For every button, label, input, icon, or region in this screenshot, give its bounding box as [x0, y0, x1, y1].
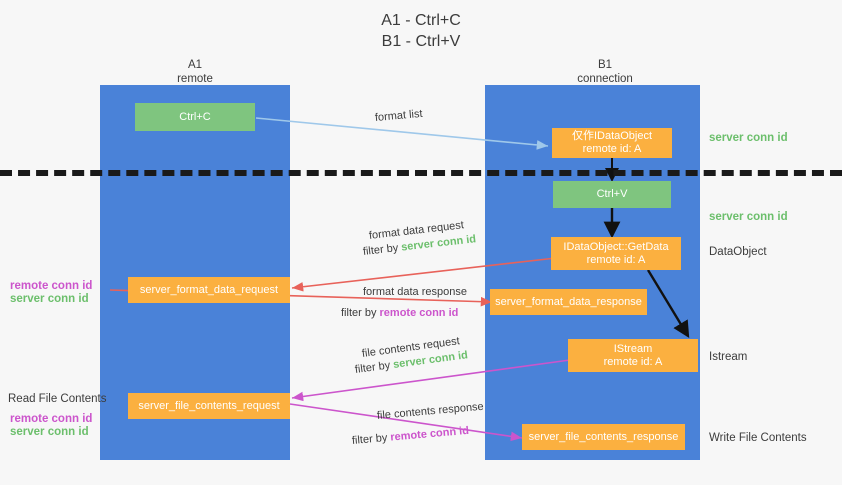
box-server-file-contents-request[interactable]: server_file_contents_request — [128, 393, 290, 419]
column-b1-name: B1 — [597, 59, 613, 71]
box-ctrl-c[interactable]: Ctrl+C — [135, 103, 255, 131]
column-a1-sub: remote — [177, 73, 213, 85]
arrow-format-list — [255, 117, 549, 150]
box-server-file-contents-request-label: server_file_contents_request — [138, 399, 280, 412]
label-server-conn-id-top: server conn id — [709, 132, 788, 144]
arrow-file-contents-response — [289, 403, 523, 442]
box-server-file-contents-response-label: server_file_contents_response — [528, 430, 679, 443]
box-server-format-data-response-label: server_format_data_response — [495, 295, 642, 308]
title-line-2: B1 - Ctrl+V — [381, 33, 461, 50]
box-create-dataobject-line1: 仅作IDataObject — [571, 130, 653, 142]
title-line-1: A1 - Ctrl+C — [381, 12, 461, 29]
box-server-file-contents-response[interactable]: server_file_contents_response — [522, 424, 685, 450]
phase-divider — [0, 170, 842, 176]
label-istream: Istream — [709, 351, 748, 363]
column-header-a1: A1 remote — [135, 58, 255, 86]
filter-prefix: filter by — [341, 307, 380, 319]
box-ctrl-c-label: Ctrl+C — [179, 110, 211, 123]
label-read-file-contents: Read File Contents — [8, 393, 107, 405]
label-remote-conn-id-1: remote conn id — [10, 280, 93, 292]
filter-value: remote conn id — [379, 307, 459, 319]
arrow-file-contents-request — [291, 359, 571, 402]
label-write-file-contents: Write File Contents — [709, 432, 807, 444]
box-idataobject-getdata[interactable]: IDataObject::GetData remote id: A — [551, 237, 681, 270]
box-getdata-line1: IDataObject::GetData — [563, 240, 669, 253]
box-istream-line2: remote id: A — [603, 355, 663, 368]
column-a1-name: A1 — [187, 59, 203, 71]
box-server-format-data-response[interactable]: server_format_data_response — [490, 289, 647, 315]
diagram-title: A1 - Ctrl+C B1 - Ctrl+V — [0, 10, 842, 52]
box-ctrl-v-label: Ctrl+V — [596, 188, 628, 200]
label-server-conn-id-2: server conn id — [10, 426, 89, 438]
box-server-format-data-request[interactable]: server_format_data_request — [128, 277, 290, 303]
box-getdata-line2: remote id: A — [586, 253, 646, 266]
box-server-format-data-request-label: server_format_data_request — [139, 283, 279, 296]
box-istream[interactable]: IStream remote id: A — [568, 339, 698, 372]
label-server-conn-id-mid: server conn id — [709, 211, 788, 223]
label-server-conn-id-1: server conn id — [10, 293, 89, 305]
column-b1-sub: connection — [577, 73, 633, 85]
label-dataobject: DataObject — [709, 246, 767, 258]
edge-label-format-data-response-filter: filter by remote conn id — [341, 306, 458, 320]
column-header-b1: B1 connection — [545, 58, 665, 86]
box-istream-line1: IStream — [613, 342, 653, 355]
label-remote-conn-id-2: remote conn id — [10, 413, 93, 425]
filter-prefix: filter by — [351, 431, 391, 447]
box-create-dataobject[interactable]: 仅作IDataObject remote id: A — [552, 128, 672, 158]
box-create-dataobject-line2: remote id: A — [582, 143, 642, 155]
arrow-format-data-request — [291, 257, 557, 292]
arrow-getdata-to-istream — [646, 269, 690, 339]
edge-label-format-data-response: format data response — [363, 286, 467, 298]
box-ctrl-v[interactable]: Ctrl+V — [553, 181, 671, 208]
